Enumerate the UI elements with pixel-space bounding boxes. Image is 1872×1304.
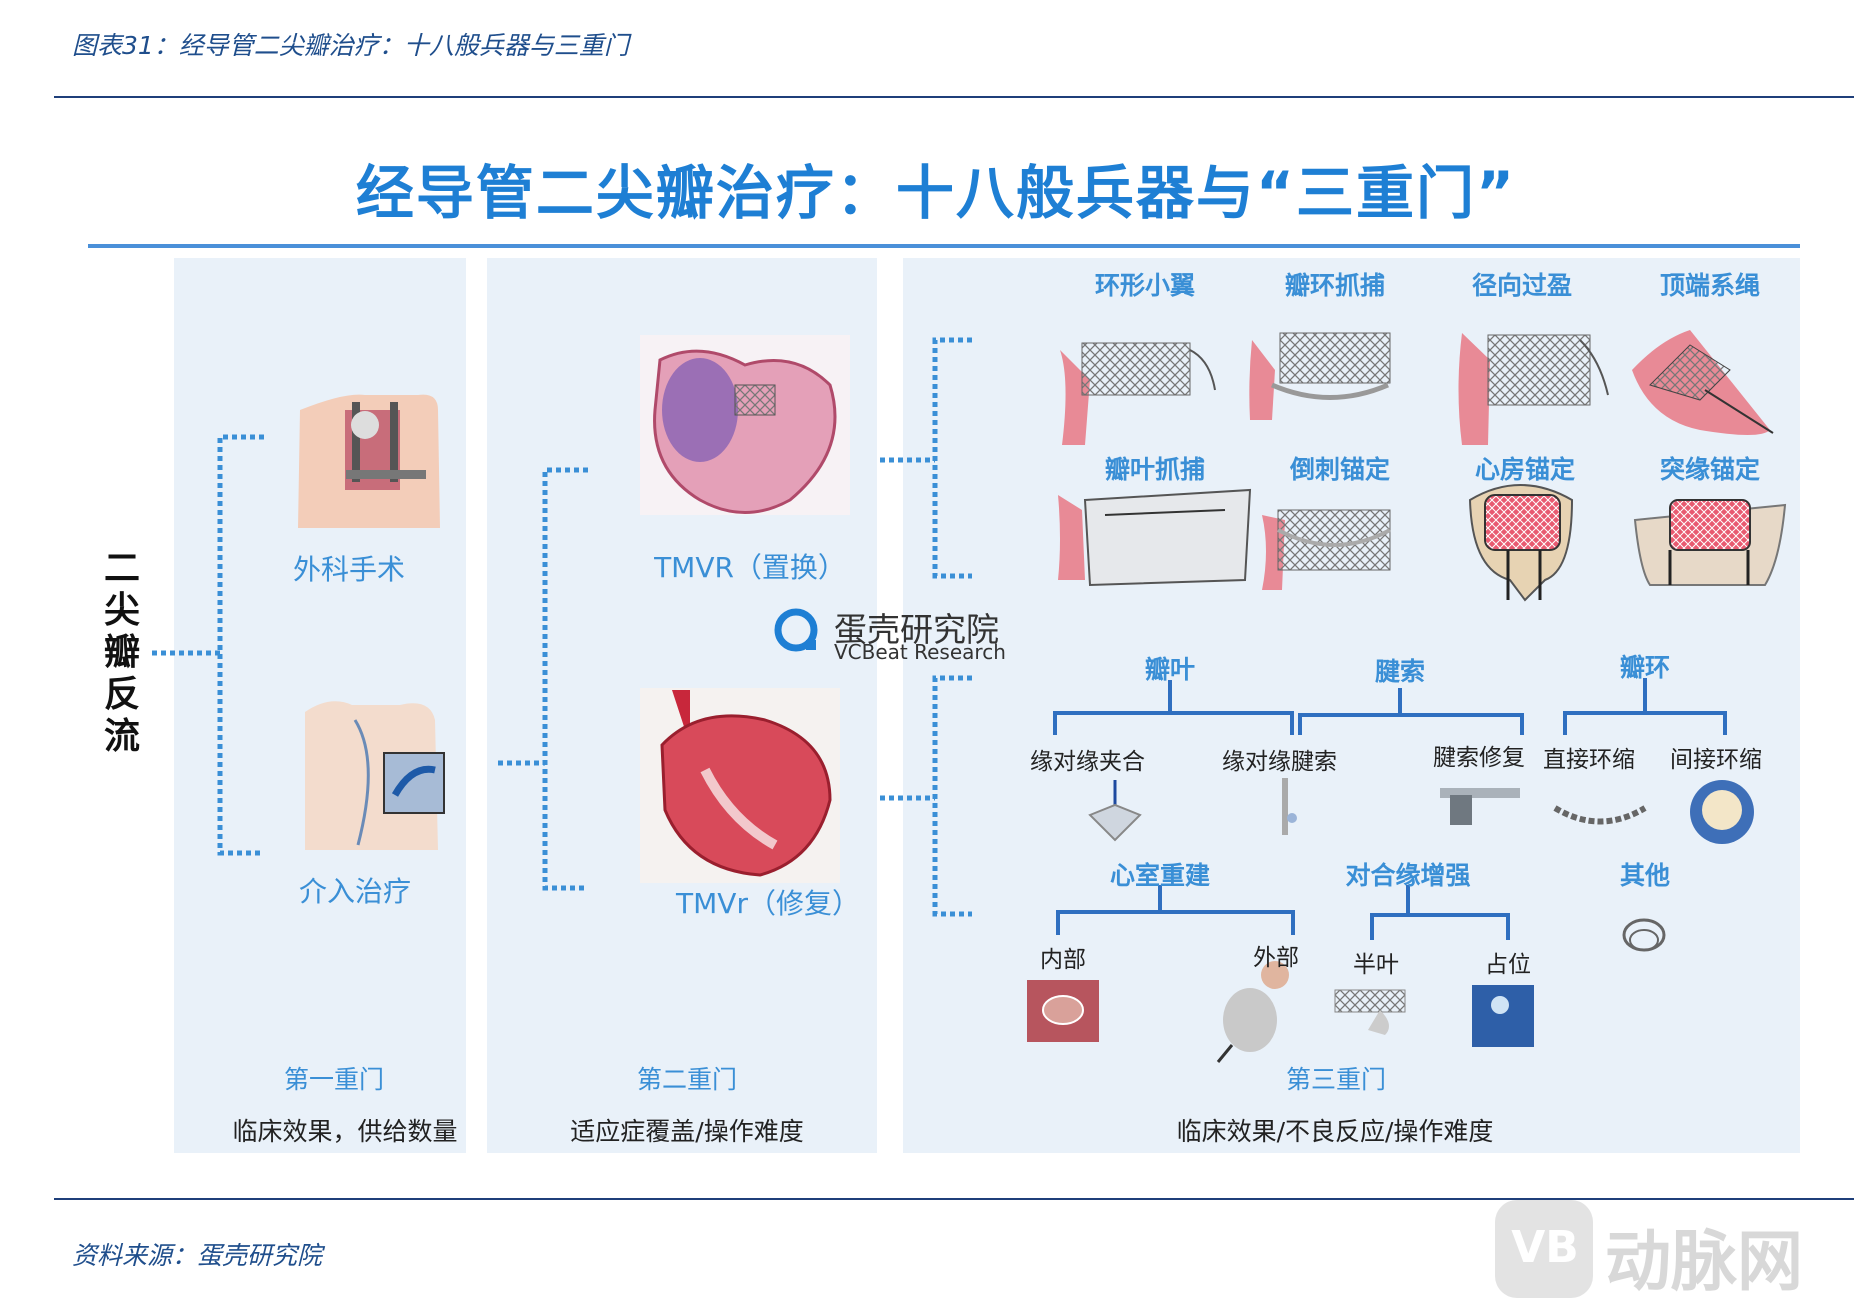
surgery-label: 外科手术 — [292, 553, 405, 586]
repair-header-chordae: 腱索 — [1374, 657, 1425, 686]
barb-anchor-illustration — [1262, 509, 1391, 590]
vcbeat-logo-icon — [774, 608, 818, 652]
repair-spacer: 占位 — [1485, 952, 1531, 978]
dotted-connectors — [152, 337, 972, 917]
repair-edge-chordae: 缘对缘腱索 — [1222, 749, 1337, 775]
ventricle-internal-illustration — [1027, 980, 1099, 1042]
edge-clip-device-illustration — [1088, 780, 1142, 842]
repair-half-leaflet: 半叶 — [1353, 952, 1399, 978]
ventricle-external-illustration — [1216, 961, 1289, 1063]
indirect-annuloplasty-illustration — [1690, 780, 1754, 844]
repair-header-leaflet: 瓣叶 — [1144, 655, 1195, 684]
brand-name: 动脉网 — [1605, 1223, 1803, 1300]
repair-direct-annuloplasty: 直接环缩 — [1543, 747, 1635, 773]
footer-rule — [54, 1198, 1854, 1200]
tmvr-repair-label: TMVr（修复） — [676, 887, 860, 920]
method-apical-tether: 顶端系绳 — [1659, 271, 1760, 300]
gate-three-title: 第三重门 — [1285, 1065, 1386, 1094]
repair-header-ventricle: 心室重建 — [1109, 861, 1210, 890]
source-note: 资料来源：蛋壳研究院 — [72, 1241, 323, 1270]
repair-header-other: 其他 — [1619, 861, 1670, 890]
atrial-anchor-illustration — [1468, 484, 1574, 602]
watermark-cn: 蛋壳研究院 — [834, 610, 999, 649]
gate-two-title: 第二重门 — [636, 1065, 737, 1094]
tmvr-repair-heart-illustration — [640, 688, 840, 883]
half-leaflet-device-illustration — [1334, 989, 1406, 1035]
intervention-illustration — [305, 701, 445, 850]
method-radial-interference: 径向过盈 — [1471, 271, 1572, 300]
edge-chordae-device-illustration — [1282, 778, 1297, 835]
method-flange-anchor: 突缘锚定 — [1659, 455, 1760, 484]
gate-one-description: 临床效果，供给数量 — [232, 1117, 458, 1146]
flange-anchor-illustration — [1633, 499, 1787, 586]
repair-ventricle-internal: 内部 — [1040, 947, 1086, 973]
repair-ventricle-external: 外部 — [1253, 945, 1299, 971]
title-rule — [88, 244, 1800, 248]
gate-two-description: 适应症覆盖/操作难度 — [570, 1117, 804, 1146]
gate-three-description: 临床效果/不良反应/操作难度 — [1176, 1117, 1494, 1146]
direct-annuloplasty-ring-illustration — [1553, 805, 1647, 825]
brand-logo-icon — [1495, 1200, 1593, 1298]
root-label-mitral-regurgitation: 二尖瓣反流 — [103, 548, 140, 757]
repair-trees — [1053, 678, 1727, 940]
repair-indirect-annuloplasty: 间接环缩 — [1670, 747, 1762, 773]
apical-tether-illustration — [1632, 330, 1774, 435]
spacer-device-illustration — [1472, 985, 1534, 1047]
main-title: 经导管二尖瓣治疗：十八般兵器与“三重门” — [355, 159, 1517, 227]
repair-header-annulus: 瓣环 — [1619, 653, 1670, 682]
repair-header-coaptation: 对合缘增强 — [1345, 861, 1471, 890]
leaflet-capture-illustration — [1058, 488, 1252, 587]
annulus-capture-illustration — [1249, 332, 1391, 420]
tmvr-replacement-label: TMVR（置换） — [654, 551, 846, 584]
radial-interference-illustration — [1458, 333, 1609, 445]
chordae-repair-device-illustration — [1440, 788, 1520, 825]
figure-caption: 图表31：经导管二尖瓣治疗：十八般兵器与三重门 — [72, 31, 629, 60]
method-barb-anchor: 倒刺锚定 — [1289, 455, 1390, 484]
brand-mark-text: VB — [1511, 1222, 1579, 1273]
method-atrial-anchor: 心房锚定 — [1474, 455, 1575, 484]
annular-wing-illustration — [1060, 342, 1216, 445]
tmvr-heart-illustration — [640, 335, 850, 515]
intervention-label: 介入治疗 — [298, 875, 411, 908]
repair-edge-clip: 缘对缘夹合 — [1030, 749, 1145, 775]
header-rule — [54, 96, 1854, 98]
watermark-en: VCBeat Research — [834, 640, 1006, 664]
gate-one-title: 第一重门 — [283, 1065, 384, 1094]
repair-chordae-repair: 腱索修复 — [1433, 745, 1525, 771]
method-annular-wing: 环形小翼 — [1094, 271, 1195, 300]
other-device-illustration — [1622, 918, 1666, 952]
method-leaflet-capture: 瓣叶抓捕 — [1104, 455, 1205, 484]
surgery-illustration — [298, 394, 440, 528]
method-annulus-capture: 瓣环抓捕 — [1284, 271, 1385, 300]
